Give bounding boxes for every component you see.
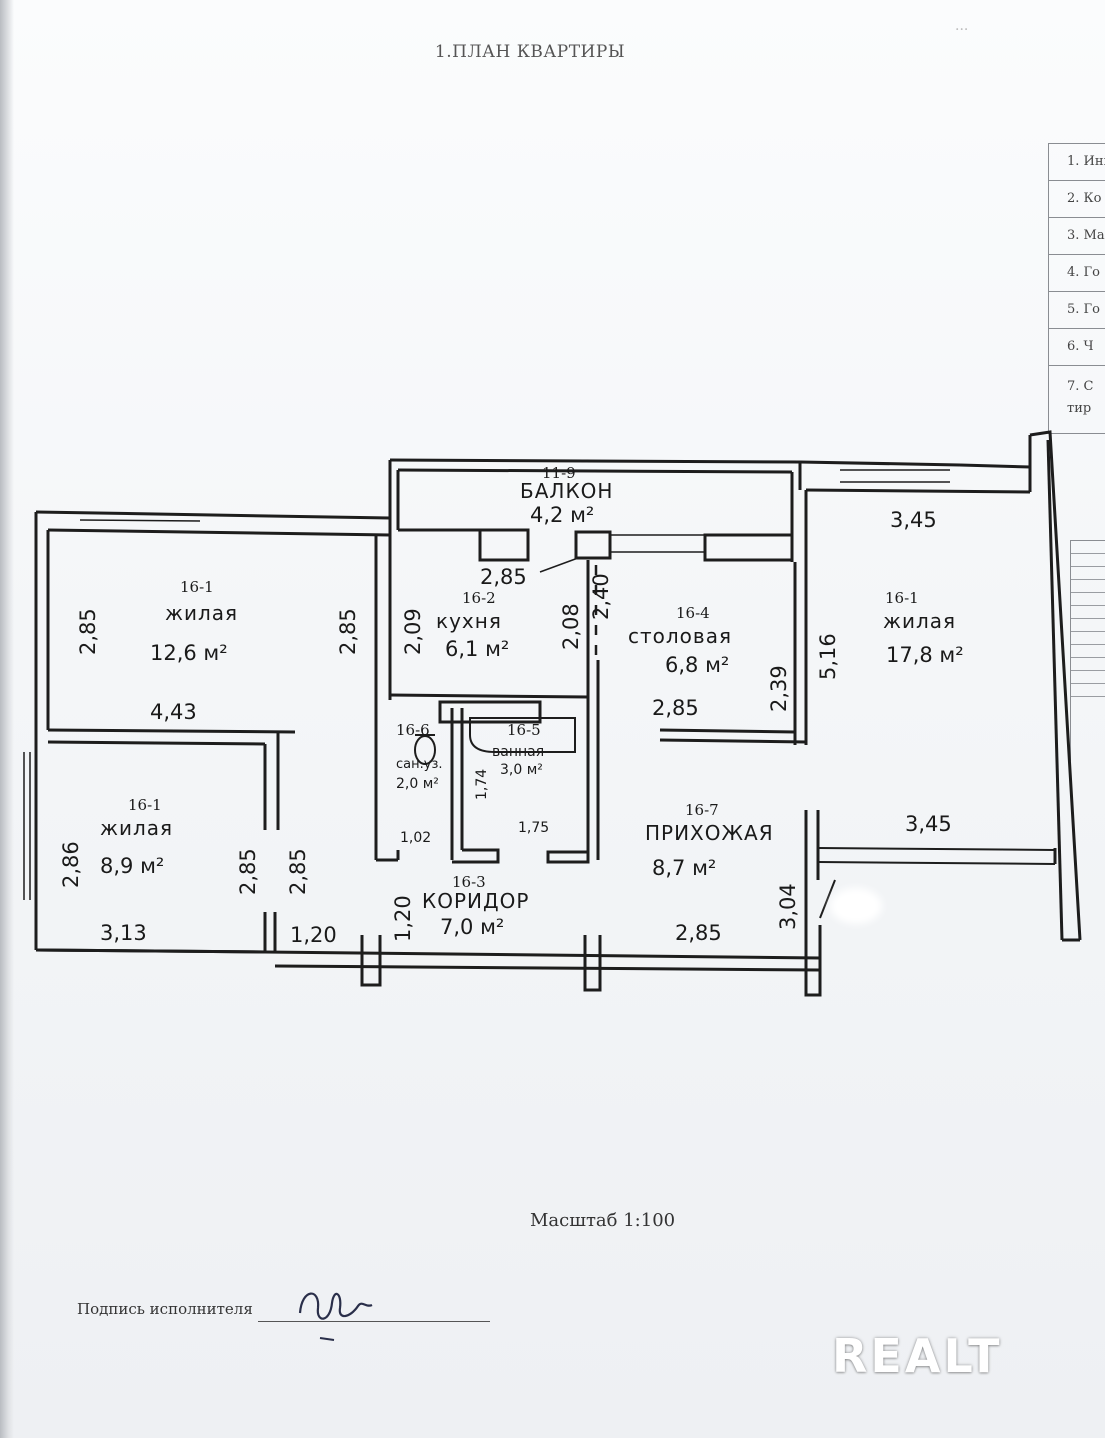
page-title: 1.ПЛАН КВАРТИРЫ (434, 42, 626, 62)
dimension-label: 1,20 (391, 895, 415, 942)
room-living-17-8: 16-1 жилая 17,8 м² (883, 589, 964, 667)
room-kitchen: 16-2 кухня 6,1 м² (436, 589, 509, 661)
room-area: 8,9 м² (100, 854, 164, 878)
dimension-label: 2,09 (401, 608, 425, 655)
walls (23, 430, 1082, 997)
room-name: ванная (492, 744, 544, 760)
corner-mark: ··· (955, 22, 969, 38)
side-table-row: 6. Ч (1049, 329, 1105, 366)
dimension-label: 2,85 (236, 848, 260, 895)
room-living-8-9: 16-1 жилая 8,9 м² (100, 796, 173, 878)
room-area: 7,0 м² (440, 915, 504, 939)
dimension-label: 2,40 (589, 573, 613, 620)
side-table-row: 5. Го (1049, 292, 1105, 329)
leader-line (539, 557, 579, 573)
dimension-label: 3,45 (905, 812, 952, 836)
dimension-label: 1,20 (290, 923, 337, 947)
room-bath: 16-5 ванная 3,0 м² (492, 721, 544, 778)
room-code: 16-1 (180, 578, 214, 596)
dimension-label: 4,43 (150, 700, 197, 724)
side-table-cell: 7. С (1067, 379, 1094, 394)
dimension-label: 2,85 (286, 848, 310, 895)
side-table-row: 4. Го (1049, 255, 1105, 292)
dimension-label: 2,85 (652, 696, 699, 720)
dimension-label: 3,13 (100, 921, 147, 945)
white-out-smudge (830, 888, 882, 924)
room-area: 6,1 м² (445, 637, 509, 661)
dimension-label: 5,16 (816, 633, 840, 680)
dimension-label: 2,85 (76, 608, 100, 655)
dimension-label: 3,04 (776, 883, 800, 930)
dimension-label: 2,85 (336, 608, 360, 655)
side-striped-table (1070, 540, 1105, 761)
page-edge-shadow (0, 0, 14, 1438)
room-area: 17,8 м² (886, 643, 964, 667)
dimension-label: 2,08 (559, 603, 583, 650)
room-name: жилая (165, 601, 238, 625)
dimension-label: 2,39 (767, 665, 791, 712)
room-code: 16-2 (462, 589, 496, 607)
dimension-label: 2,85 (480, 565, 527, 589)
room-hall: 16-7 ПРИХОЖАЯ 8,7 м² (645, 801, 774, 880)
side-table-row: 2. Ко (1049, 181, 1105, 218)
dimension-label: 1,75 (518, 820, 549, 836)
realt-watermark-logo: REALT (832, 1329, 1003, 1383)
room-name: жилая (883, 609, 956, 633)
room-name: ПРИХОЖАЯ (645, 821, 774, 845)
signature-line (258, 1321, 490, 1322)
room-code: 16-7 (685, 801, 719, 819)
dimension-label: 1,02 (400, 830, 431, 846)
room-toilet: 16-6 сан.уз. 2,0 м² (396, 721, 442, 792)
signature-label: Подпись исполнителя (77, 1300, 253, 1318)
dimension-label: 1,74 (474, 769, 490, 800)
handwritten-signature (298, 1292, 373, 1341)
room-name: КОРИДОР (422, 889, 529, 913)
dimension-label: 2,85 (675, 921, 722, 945)
room-area: 3,0 м² (500, 762, 543, 778)
room-balcony: 11-9 БАЛКОН 4,2 м² (520, 464, 613, 527)
room-name: сан.уз. (396, 757, 442, 772)
side-table-cell: тир (1067, 401, 1092, 416)
room-code: 16-3 (452, 873, 486, 891)
room-code: 11-9 (542, 464, 576, 482)
dimension-label: 2,86 (59, 841, 83, 888)
scale-label: Масштаб 1:100 (530, 1210, 676, 1231)
side-table-row: 1. Инв (1049, 144, 1105, 181)
room-area: 6,8 м² (665, 653, 729, 677)
side-info-table: 1. Инв 2. Ко 3. Ма 4. Го 5. Го 6. Ч 7. С… (1048, 143, 1105, 434)
room-name: столовая (628, 624, 732, 648)
room-area: 2,0 м² (396, 776, 439, 792)
room-corridor: 16-3 КОРИДОР 7,0 м² (422, 873, 529, 939)
room-area: 8,7 м² (652, 856, 716, 880)
room-code: 16-6 (396, 721, 430, 739)
room-name: жилая (100, 816, 173, 840)
room-living-12-6: 16-1 жилая 12,6 м² (150, 578, 238, 665)
room-name: кухня (436, 609, 502, 633)
side-table-row: 7. С тир (1049, 366, 1105, 434)
side-table-row: 3. Ма (1049, 218, 1105, 255)
room-code: 16-5 (507, 721, 541, 739)
room-dining: 16-4 столовая 6,8 м² (628, 604, 732, 677)
room-area: 4,2 м² (530, 503, 594, 527)
room-code: 16-4 (676, 604, 710, 622)
room-name: БАЛКОН (520, 479, 613, 503)
room-code: 16-1 (128, 796, 162, 814)
room-area: 12,6 м² (150, 641, 228, 665)
room-code: 16-1 (885, 589, 919, 607)
dimension-label: 3,45 (890, 508, 937, 532)
